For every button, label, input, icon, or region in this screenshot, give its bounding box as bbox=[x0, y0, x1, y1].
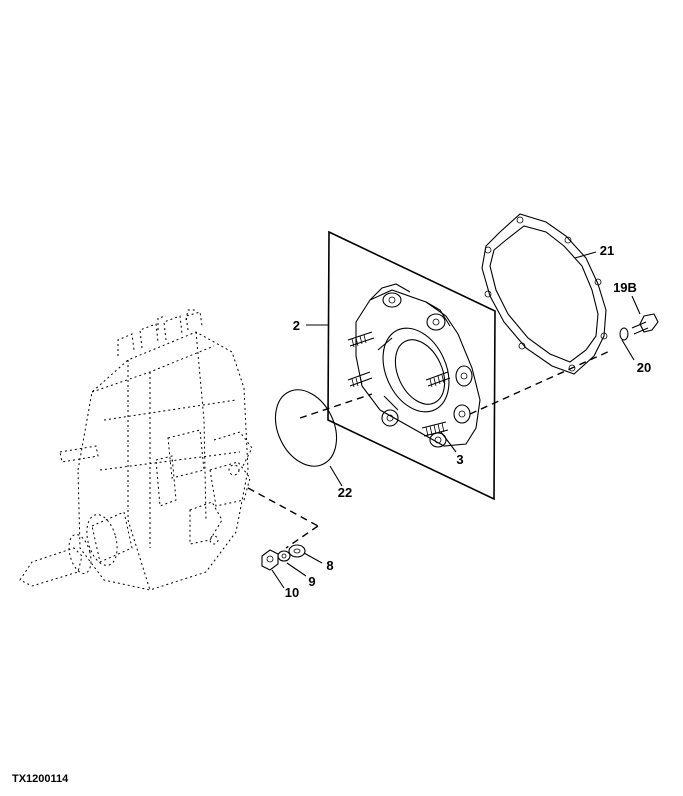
washer-20 bbox=[619, 327, 629, 341]
washer-8 bbox=[288, 544, 306, 558]
studs bbox=[347, 331, 451, 437]
gasket-21 bbox=[481, 213, 608, 375]
callout-22: 22 bbox=[338, 485, 352, 500]
callout-9: 9 bbox=[308, 574, 315, 589]
cap-screw-19b bbox=[631, 313, 659, 335]
stud-3 bbox=[421, 421, 449, 437]
callout-10: 10 bbox=[285, 585, 299, 600]
nut-10 bbox=[261, 549, 279, 571]
pump-drive-housing bbox=[355, 283, 481, 448]
callout-3: 3 bbox=[456, 452, 463, 467]
lock-washer-9 bbox=[277, 550, 291, 562]
leader-lines bbox=[271, 251, 641, 589]
assembly-centerlines bbox=[247, 349, 613, 549]
callout-21: 21 bbox=[600, 243, 614, 258]
callout-8: 8 bbox=[326, 558, 333, 573]
injection-pump-illustration bbox=[19, 309, 253, 591]
o-ring-22 bbox=[274, 389, 338, 467]
figure-code: TX1200114 bbox=[12, 773, 69, 785]
part-2-frame bbox=[327, 230, 496, 501]
callout-2: 2 bbox=[293, 318, 300, 333]
callout-19b: 19B bbox=[613, 280, 637, 295]
callout-20: 20 bbox=[637, 360, 651, 375]
